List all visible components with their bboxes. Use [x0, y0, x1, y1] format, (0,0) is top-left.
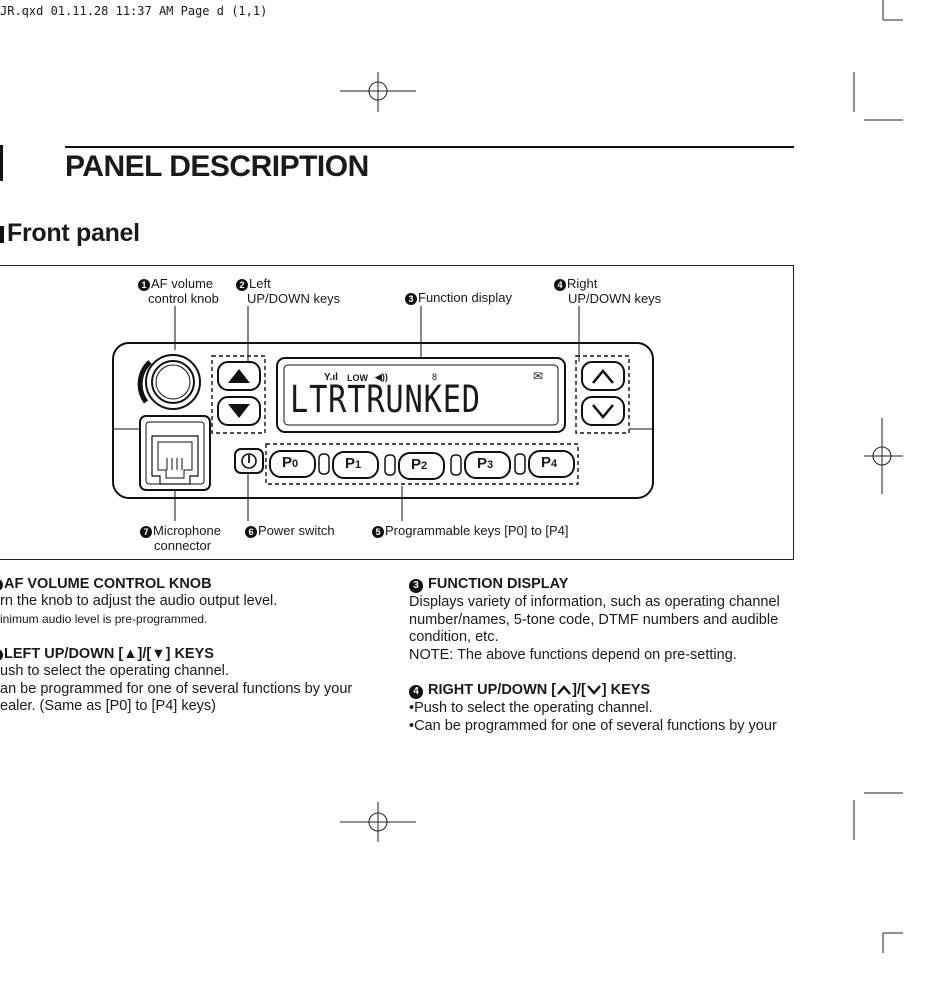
print-header: JR.qxd 01.11.28 11:37 AM Page d (1,1)	[0, 4, 268, 18]
display-text: LTRTRUNKED	[290, 378, 481, 421]
page-title: PANEL DESCRIPTION	[65, 150, 369, 183]
key-p1[interactable]: P1	[345, 455, 362, 472]
lock-indicator: 8	[432, 372, 438, 382]
section-af-volume: 1AF VOLUME CONTROL KNOB rn the knob to a…	[0, 576, 372, 628]
power-switch[interactable]	[234, 448, 264, 474]
chevron-up-icon	[557, 685, 572, 695]
title-rule	[65, 146, 794, 148]
mail-icon: ✉	[533, 369, 544, 383]
key-p2[interactable]: P2	[411, 456, 428, 473]
microphone-connector	[139, 415, 211, 491]
right-down-key[interactable]	[581, 396, 625, 426]
low-indicator: LOW	[347, 373, 368, 383]
right-up-key[interactable]	[581, 361, 625, 391]
audio-indicator: ◀))	[375, 372, 388, 382]
left-margin-bar	[0, 145, 3, 181]
chevron-down-icon	[586, 685, 601, 695]
section-title: Front panel	[7, 219, 140, 247]
section-marker	[0, 226, 4, 243]
radio-front-panel	[112, 306, 654, 521]
key-p0[interactable]: P0	[282, 454, 299, 471]
left-up-key[interactable]	[217, 361, 261, 391]
key-p3[interactable]: P3	[477, 455, 494, 472]
key-p4[interactable]: P4	[541, 454, 558, 471]
figure-frame	[0, 265, 794, 560]
section-function-display: 3 FUNCTION DISPLAY Displays variety of i…	[409, 576, 780, 663]
left-down-key[interactable]	[217, 396, 261, 426]
section-left-keys: 2LEFT UP/DOWN [▲]/[▼] KEYS ush to select…	[0, 646, 372, 716]
section-right-keys: 4 RIGHT UP/DOWN []/[] KEYS •Push to sele…	[409, 682, 777, 734]
af-volume-knob[interactable]	[137, 354, 201, 410]
antenna-indicator: Y.ıl	[324, 372, 338, 383]
